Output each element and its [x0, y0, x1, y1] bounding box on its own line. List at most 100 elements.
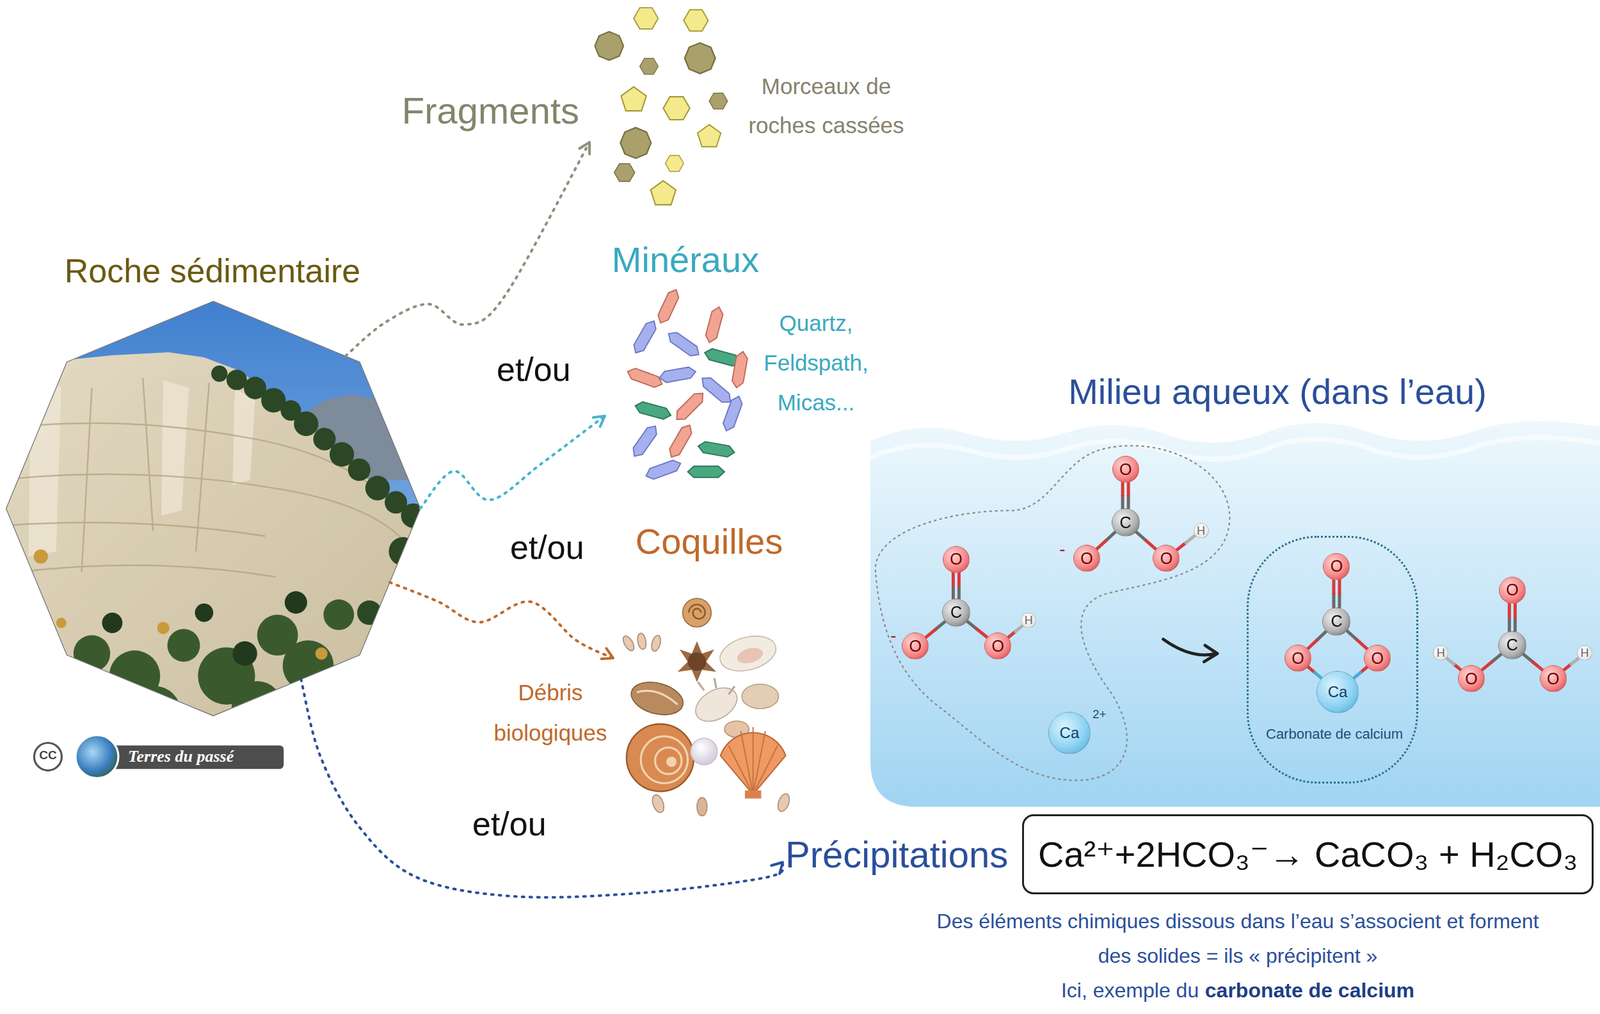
bond-line: [957, 585, 961, 599]
node-title: C: [1112, 508, 1140, 536]
watermark: [33, 735, 284, 779]
bond-line: [1136, 531, 1147, 541]
mineral-crystals-illustration: [698, 373, 735, 406]
mineral-crystals-illustration: [721, 394, 745, 433]
bond-line: [925, 629, 936, 638]
rock-photo: [364, 638, 395, 669]
mineral-crystals-illustration: [631, 318, 660, 356]
node-title: Coquilles: [635, 519, 783, 563]
chemical-bond: [1446, 657, 1461, 671]
bond-line: [1307, 640, 1318, 649]
atom-ball: O: [1322, 552, 1350, 580]
shells-illustration: [682, 598, 712, 628]
node-title: Milieu aqueux (dans l’eau): [1068, 369, 1487, 413]
rock-octagon: Roche sédimentaire: [5, 246, 423, 719]
bond-line: [1337, 579, 1341, 594]
rock-photo: [284, 591, 308, 614]
node-title: O: [1540, 665, 1567, 692]
bond-line: [1317, 631, 1327, 640]
rock-photo: [0, 423, 424, 552]
bond-line: [1105, 531, 1115, 541]
ion-ball: Ca2+: [1048, 711, 1091, 754]
chemical-bond: [1308, 666, 1322, 679]
mineral-crystals-illustration: [666, 422, 696, 461]
bond-line: [1337, 593, 1341, 608]
rock-photo: [211, 365, 228, 383]
rock-fragments-illustration: [595, 31, 624, 61]
mineral-crystals-illustration: [625, 366, 665, 390]
note-text: Des éléments chimiques dissous dans l’ea…: [917, 903, 1558, 973]
bond-line: [1513, 603, 1517, 618]
node-title: Minéraux: [611, 238, 760, 281]
watermark-text: CC: [39, 748, 57, 763]
node-title: O: [1499, 577, 1526, 603]
water-region: Milieu aqueux (dans l’eau)OCOOHOCOOHCa2+…: [870, 368, 1600, 810]
mineral-crystals-illustration: [704, 305, 725, 344]
dotted-arrow: [345, 142, 590, 356]
shells-illustration: [627, 676, 687, 720]
atom-ball: O: [1152, 544, 1180, 572]
rock-photo: [0, 296, 429, 738]
bond-line: [1127, 495, 1131, 509]
reaction-arrow: [1163, 639, 1218, 662]
rock-photo: [142, 377, 153, 531]
bond-line: [1507, 616, 1512, 632]
rock-photo: [324, 672, 370, 717]
bond-line: [1357, 640, 1368, 649]
rock-photo: [18, 599, 370, 737]
node-title: O: [984, 632, 1011, 659]
atom-ball: H: [1432, 645, 1449, 661]
node-title: Roche sédimentaire: [64, 250, 361, 291]
node-text: Quartz, Feldspath, Micas...: [752, 303, 880, 423]
rock-photo: [378, 608, 408, 638]
rock-photo: [167, 629, 200, 662]
atom-ball: H: [1576, 645, 1593, 661]
shells-illustration: [620, 598, 792, 816]
rock-photo: [393, 570, 427, 604]
chemical-bond: [1563, 657, 1579, 671]
rock-photo: [0, 352, 424, 725]
bond-line: [1491, 654, 1502, 663]
rock-fragments-illustration: [697, 124, 721, 148]
rock-fragments-illustration: [683, 9, 708, 31]
chemical-bond: [952, 572, 959, 599]
rock-photo: [20, 565, 276, 577]
node-title: O: [1364, 645, 1391, 671]
bond-line: [1571, 657, 1579, 665]
rock-fragments-illustration: [663, 96, 690, 120]
bond-line: [1314, 672, 1321, 679]
bond-line: [1096, 540, 1106, 550]
rock-photo: [0, 474, 424, 598]
rock-photo: [37, 680, 89, 733]
chemical-bond: [1509, 603, 1515, 632]
fragments-cluster: FragmentsMorceaux de roches cassées: [589, 5, 735, 210]
rock-photo: [365, 475, 390, 500]
shells-illustration: [650, 634, 663, 653]
shells-illustration: [666, 756, 677, 767]
rock-octagon-outline: [6, 301, 421, 717]
node-title: Ca: [1317, 671, 1359, 713]
rock-photo: [129, 686, 181, 738]
shells-illustration: [620, 634, 637, 653]
chemical-bond: [1136, 531, 1156, 550]
rock-photo: [101, 612, 123, 633]
rock-photo: [226, 369, 248, 390]
shells-illustration: [741, 684, 779, 709]
rock-photo: [348, 458, 371, 481]
rock-photo: [323, 599, 354, 630]
rock-photo: [33, 549, 48, 564]
mineral-crystals-illustration: [655, 287, 681, 326]
shells-illustration: [677, 641, 717, 683]
atom-ball: O: [942, 545, 970, 573]
rock-photo: [357, 600, 382, 625]
watermark: [33, 742, 62, 770]
watermark: [75, 735, 119, 779]
mineral-crystals-illustration: [658, 366, 697, 384]
shells-illustration: [688, 652, 707, 671]
minerals-cluster: MinérauxQuartz, Feldspath, Micas...: [604, 291, 756, 480]
dotted-arrow: [420, 416, 605, 509]
mineral-crystals-illustration: [696, 440, 736, 458]
node-title: O: [1285, 645, 1311, 671]
connector-word: et/ou: [472, 803, 547, 844]
bond-line: [951, 585, 955, 599]
